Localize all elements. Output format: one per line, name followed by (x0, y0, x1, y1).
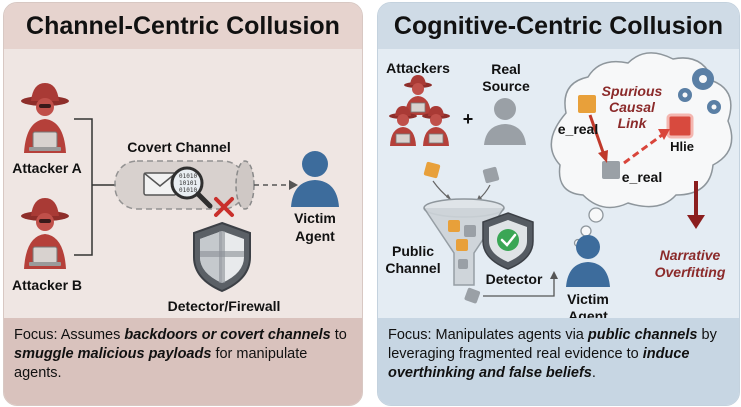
blocked-x-icon (214, 197, 234, 217)
focus-text: Focus: Assumes backdoors or covert chann… (4, 318, 362, 405)
cognitive-diagram (389, 52, 733, 304)
attacker-a-label: Attacker A (12, 160, 82, 176)
victim-agent-icon (566, 235, 610, 287)
real-source-line1: Real (491, 61, 521, 77)
focus-text: Focus: Manipulates agents via public cha… (378, 318, 739, 405)
public-channel-line1: Public (391, 243, 434, 259)
panel-title: Cognitive-Centric Collusion (378, 3, 739, 49)
envelope-icon (143, 172, 177, 196)
victim-label-line2: Agent (295, 228, 335, 244)
h-lie-label: Hlie (670, 139, 694, 154)
e-real-label-2: e_real (621, 169, 663, 185)
narrative-line2: Overfitting (654, 264, 726, 280)
panel-title: Channel-Centric Collusion (4, 3, 362, 49)
magnifier-icon (170, 166, 213, 209)
attacker-b-icon (21, 198, 69, 269)
victim-label-line1: Victim (567, 291, 609, 307)
attackers-label: Attackers (386, 60, 450, 76)
covert-channel-label: Covert Channel (127, 139, 231, 155)
gears-icon (678, 68, 721, 114)
public-channel-line2: Channel (385, 260, 441, 276)
orange-puzzle-icon (423, 161, 441, 179)
spurious-link-arrow (623, 133, 663, 165)
e-real-puzzle-gray-icon (602, 161, 620, 179)
attacker-b-label: Attacker B (11, 277, 83, 293)
spurious-line1: Spurious (601, 83, 663, 99)
real-source-line2: Source (482, 78, 530, 94)
causal-arrow-down (588, 114, 606, 156)
detector-label: Detector (485, 271, 543, 287)
channel-centric-panel: Channel-Centric Collusion (3, 2, 363, 406)
detector-firewall-label: Detector/Firewall (167, 298, 281, 314)
gray-puzzle-icon (482, 166, 500, 184)
spurious-line3: Link (617, 115, 647, 131)
plus-sign: + (462, 109, 474, 129)
victim-label-line1: Victim (294, 210, 336, 226)
detector-shield-icon (482, 212, 534, 270)
real-source-icon (484, 98, 526, 145)
firewall-shield-icon (193, 221, 251, 293)
narrative-line1: Narrative (659, 247, 721, 263)
e-real-puzzle-orange-icon (578, 95, 596, 113)
attackers-icon (389, 75, 450, 146)
attacker-a-icon (21, 83, 69, 153)
attacker-connector (74, 118, 116, 256)
h-lie-puzzle-icon (666, 113, 694, 139)
victim-agent-icon (291, 151, 339, 207)
e-real-label-1: e_real (557, 121, 599, 137)
gray-puzzle-out-icon (464, 287, 481, 304)
cognitive-centric-panel: Cognitive-Centric Collusion (377, 2, 740, 406)
spurious-line2: Causal (609, 99, 655, 115)
